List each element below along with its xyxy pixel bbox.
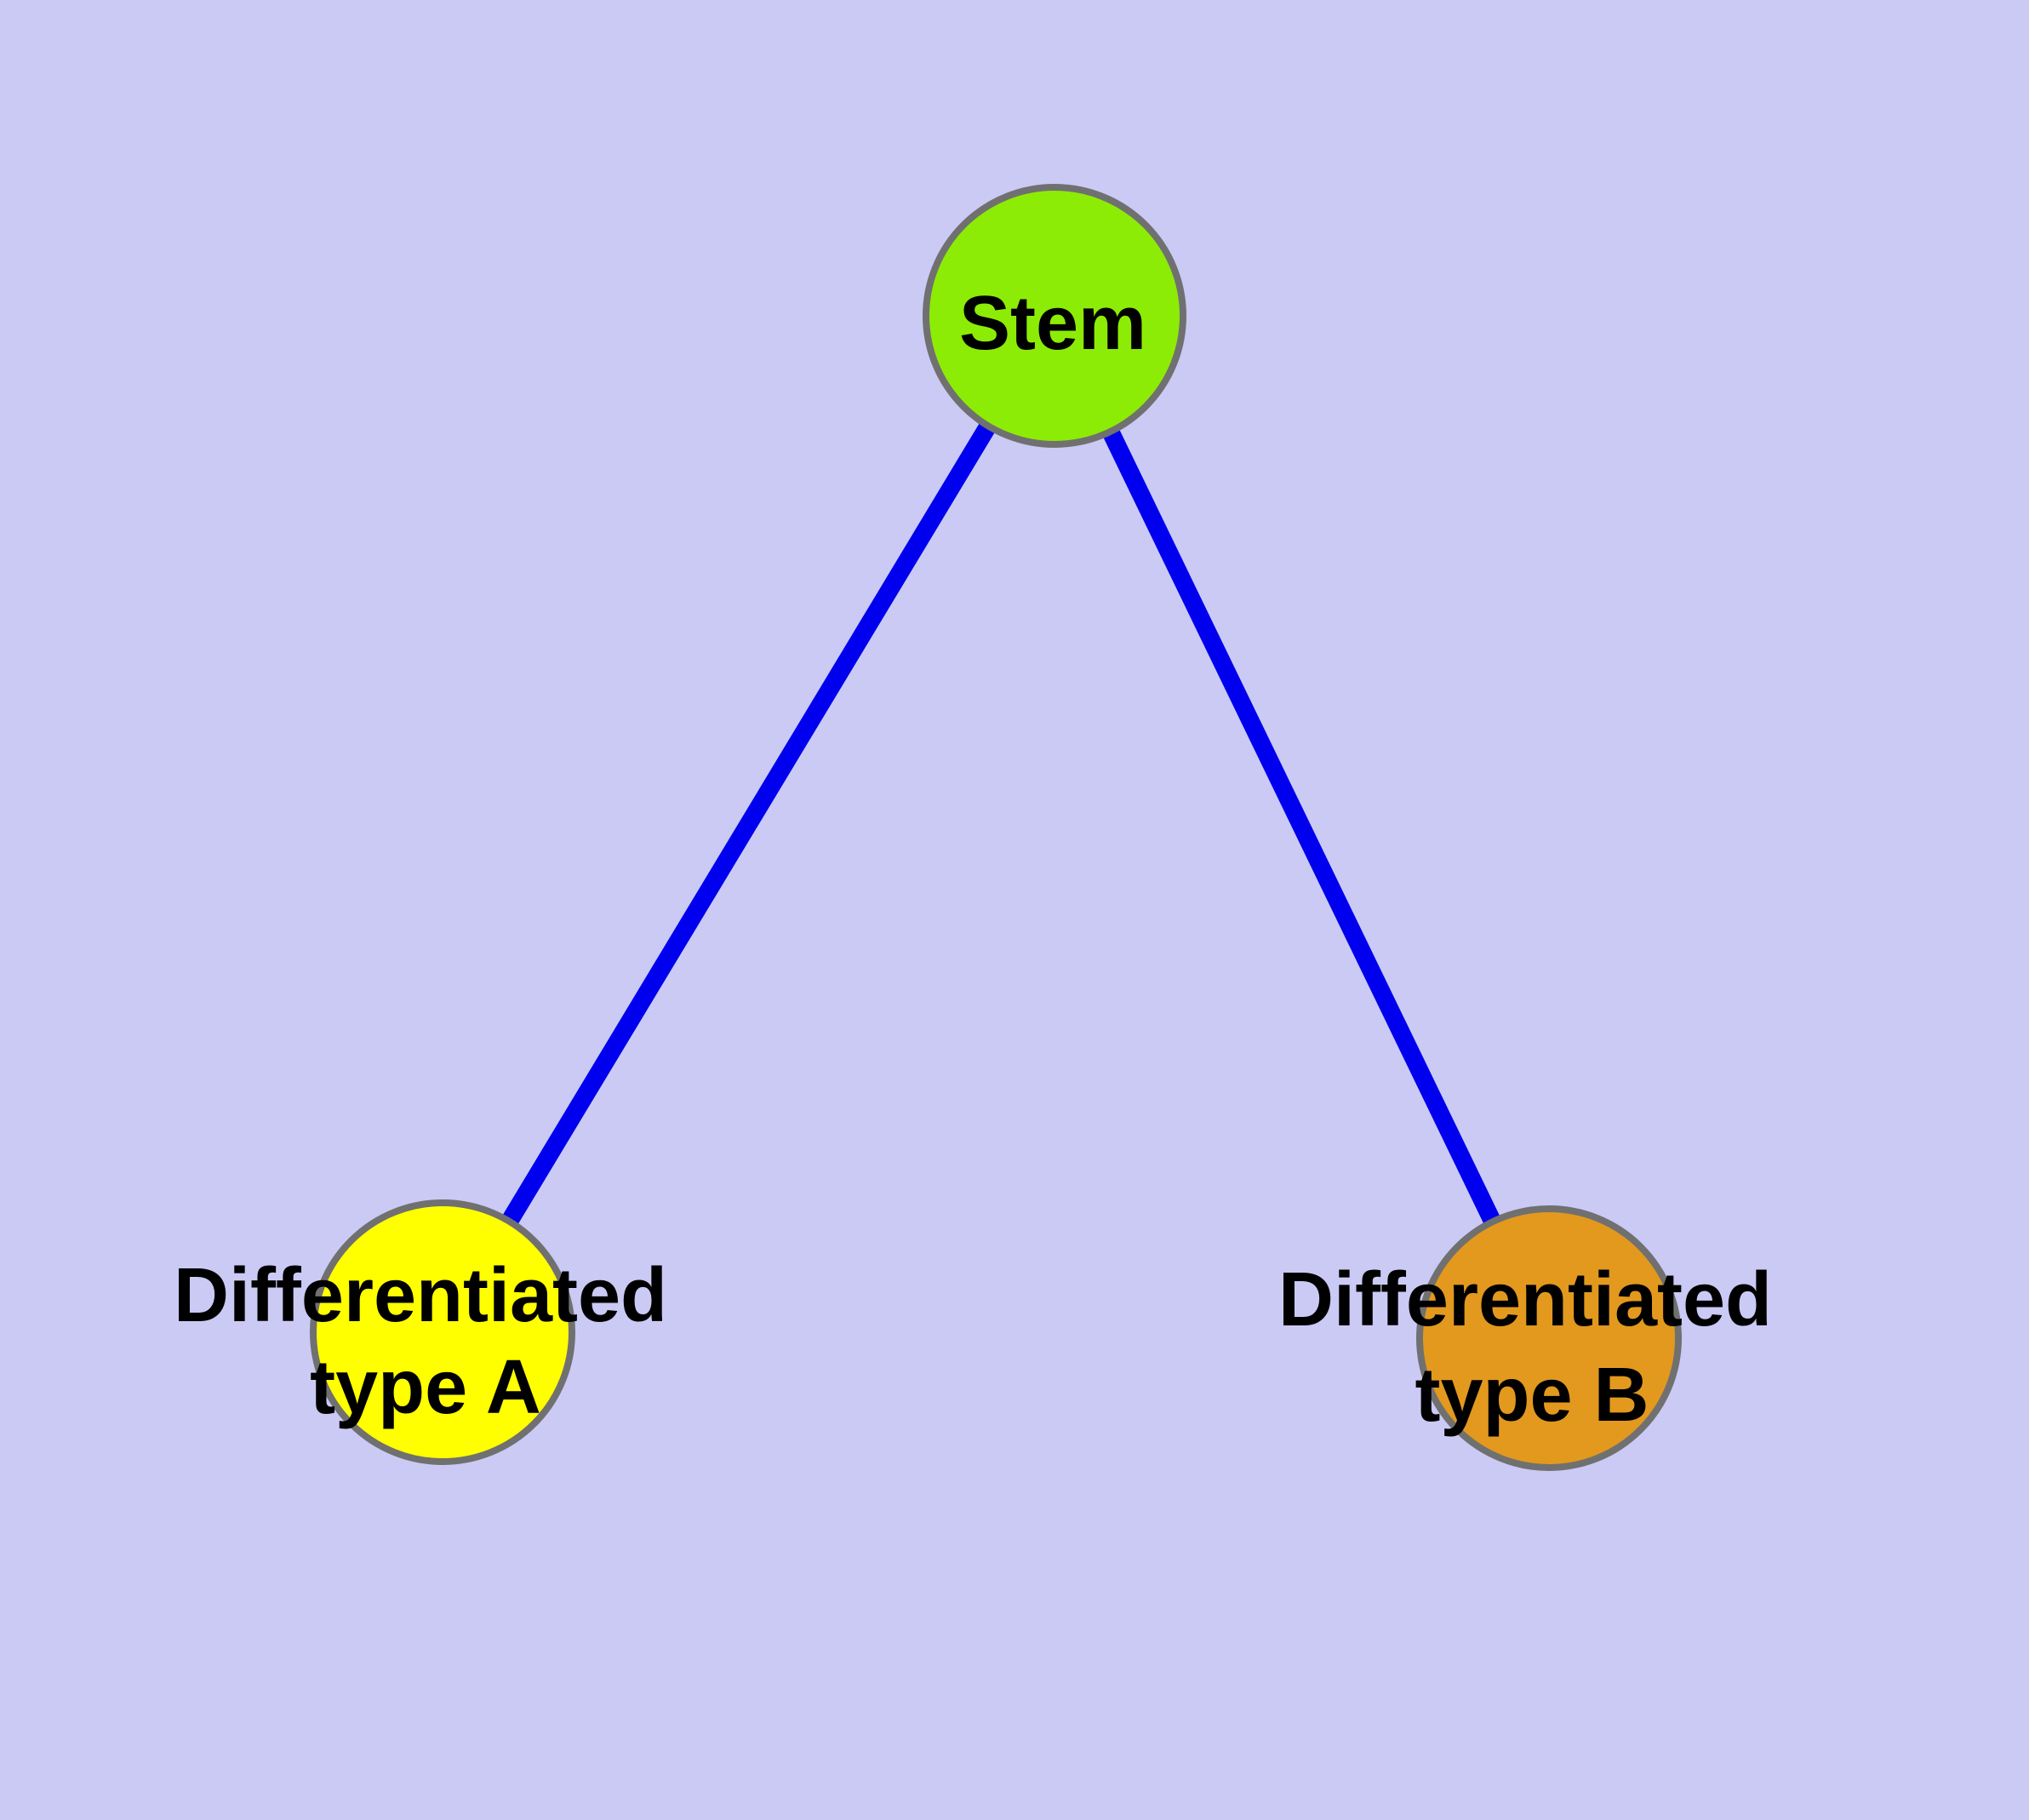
type-a-label-line2: type A (310, 1345, 541, 1430)
type-a-label-line1: Differentiated (174, 1253, 667, 1338)
stem-circle (923, 184, 1186, 448)
edge-stem-to-type-b (1046, 312, 1557, 1342)
type-a-circle (310, 1199, 575, 1465)
type-b-label-line1: Differentiated (1278, 1257, 1772, 1342)
node-differentiated-type-a: Differentiated type A (174, 1199, 667, 1465)
node-differentiated-type-b: Differentiated type B (1278, 1205, 1772, 1471)
edge-stem-to-type-a (435, 311, 1062, 1337)
type-b-circle (1416, 1205, 1682, 1471)
type-b-label-line2: type B (1415, 1353, 1649, 1438)
stem-label: Stem (959, 281, 1146, 366)
node-stem: Stem (923, 184, 1186, 448)
